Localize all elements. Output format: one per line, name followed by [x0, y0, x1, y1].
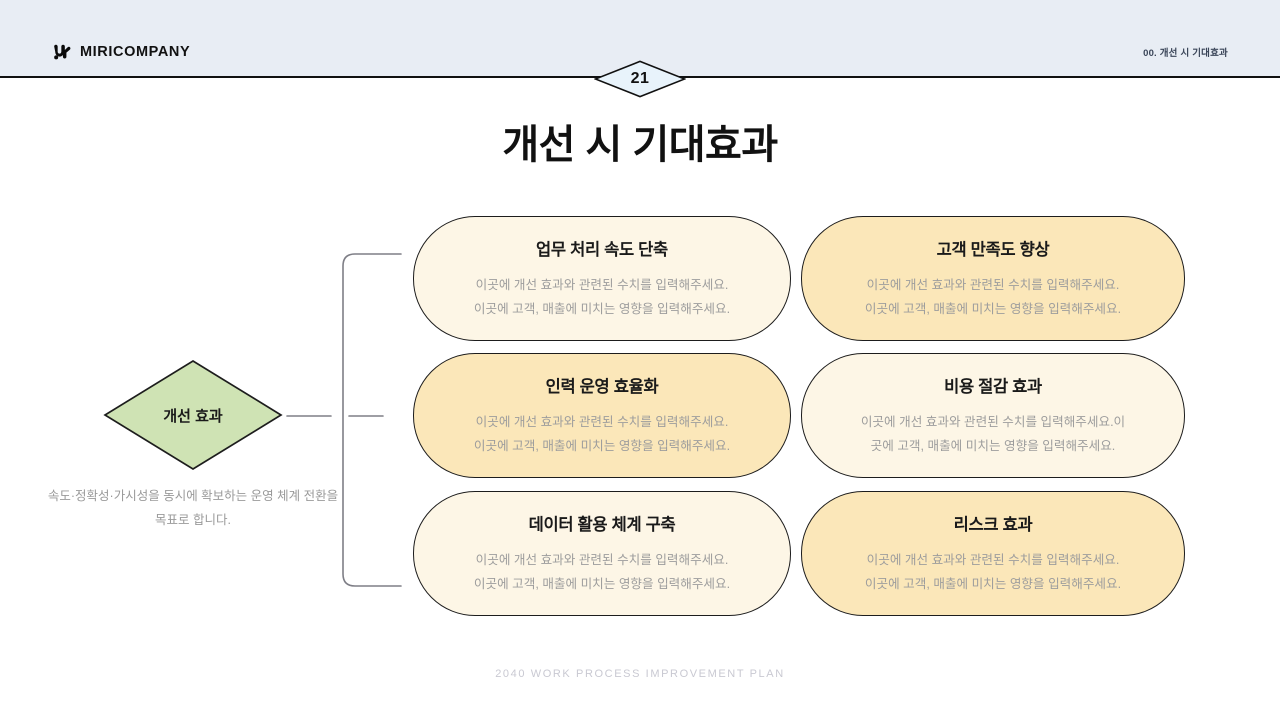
source-node-caption: 속도·정확성·가시성을 동시에 확보하는 운영 체계 전환을 목표로 합니다. — [43, 484, 343, 533]
card-title: 고객 만족도 향상 — [936, 240, 1050, 259]
effect-card[interactable]: 데이터 활용 체계 구축 이곳에 개선 효과와 관련된 수치를 입력해주세요. … — [413, 491, 791, 616]
card-body-line-2: 이곳에 고객, 매출에 미치는 영향을 입력해주세요. — [473, 302, 731, 316]
connector-lines — [283, 240, 418, 600]
effect-card[interactable]: 업무 처리 속도 단축 이곳에 개선 효과와 관련된 수치를 입력해주세요. 이… — [413, 216, 791, 341]
page-number: 21 — [630, 70, 650, 87]
miri-mark-icon — [54, 44, 71, 60]
diamond-badge-shape — [594, 60, 686, 98]
caption-line-1: 속도·정확성·가시성을 동시에 확보하는 — [47, 489, 248, 503]
card-body-line-2: 이곳에 고객, 매출에 미치는 영향을 입력해주세요. — [864, 302, 1122, 316]
card-title: 업무 처리 속도 단축 — [536, 240, 668, 259]
card-body-line-1: 이곳에 개선 효과와 관련된 수치를 입력해주세요. — [866, 277, 1120, 292]
card-title: 비용 절감 효과 — [944, 377, 1042, 396]
card-body-line-2: 이곳에 고객, 매출에 미치는 영향을 입력해주세요. — [473, 577, 731, 591]
card-body: 이곳에 개선 효과와 관련된 수치를 입력해주세요.이 곳에 고객, 매출에 미… — [861, 410, 1125, 458]
brand-name: MIRICOMPANY — [80, 43, 191, 60]
effect-card[interactable]: 비용 절감 효과 이곳에 개선 효과와 관련된 수치를 입력해주세요.이 곳에 … — [801, 353, 1185, 478]
card-body-line-2: 이곳에 고객, 매출에 미치는 영향을 입력해주세요. — [473, 439, 731, 453]
diamond-shape — [103, 360, 283, 470]
card-body: 이곳에 개선 효과와 관련된 수치를 입력해주세요. 이곳에 고객, 매출에 미… — [474, 273, 730, 321]
card-body-line-1: 이곳에 개선 효과와 관련된 수치를 입력해주세요. — [866, 552, 1120, 567]
card-body-line-1: 이곳에 개선 효과와 관련된 수치를 입력해주세요. — [475, 277, 729, 292]
card-body: 이곳에 개선 효과와 관련된 수치를 입력해주세요. 이곳에 고객, 매출에 미… — [474, 410, 730, 458]
connector-bracket — [286, 253, 402, 587]
card-body-line-2: 곳에 고객, 매출에 미치는 영향을 입력해주세요. — [870, 439, 1116, 453]
brand-logo[interactable]: MIRICOMPANY — [52, 42, 190, 62]
page-title: 개선 시 기대효과 — [502, 123, 778, 167]
section-label: 00. 개선 시 기대효과 — [1143, 48, 1228, 59]
card-body-line-1: 이곳에 개선 효과와 관련된 수치를 입력해주세요. — [475, 552, 729, 567]
card-body: 이곳에 개선 효과와 관련된 수치를 입력해주세요. 이곳에 고객, 매출에 미… — [865, 273, 1121, 321]
effect-card[interactable]: 고객 만족도 향상 이곳에 개선 효과와 관련된 수치를 입력해주세요. 이곳에… — [801, 216, 1185, 341]
source-node[interactable]: 개선 효과 — [103, 359, 283, 471]
card-body-line-1: 이곳에 개선 효과와 관련된 수치를 입력해주세요. — [475, 414, 729, 429]
card-title: 데이터 활용 체계 구축 — [528, 515, 676, 534]
card-body: 이곳에 개선 효과와 관련된 수치를 입력해주세요. 이곳에 고객, 매출에 미… — [474, 548, 730, 596]
footer-caption: 2040 WORK PROCESS IMPROVEMENT PLAN — [495, 668, 785, 680]
caption-line-2: 운영 체계 전환을 목표로 합니다. — [155, 489, 339, 528]
effect-card[interactable]: 인력 운영 효율화 이곳에 개선 효과와 관련된 수치를 입력해주세요. 이곳에… — [413, 353, 791, 478]
effect-card[interactable]: 리스크 효과 이곳에 개선 효과와 관련된 수치를 입력해주세요. 이곳에 고객… — [801, 491, 1185, 616]
card-body-line-2: 이곳에 고객, 매출에 미치는 영향을 입력해주세요. — [864, 577, 1122, 591]
card-body: 이곳에 개선 효과와 관련된 수치를 입력해주세요. 이곳에 고객, 매출에 미… — [865, 548, 1121, 596]
page-number-badge: 21 — [594, 60, 686, 98]
source-node-label: 개선 효과 — [163, 407, 223, 425]
card-title: 리스크 효과 — [953, 515, 1033, 534]
card-title: 인력 운영 효율화 — [545, 377, 659, 396]
card-body-line-1: 이곳에 개선 효과와 관련된 수치를 입력해주세요.이 — [860, 414, 1126, 429]
connector-spine — [342, 253, 402, 587]
